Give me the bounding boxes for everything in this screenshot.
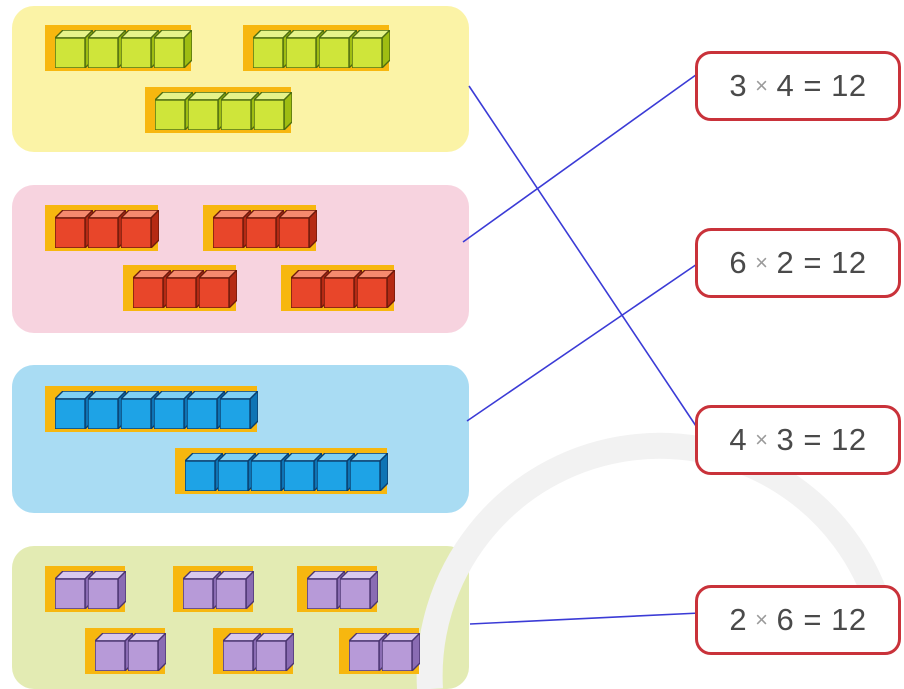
equation-factor-a: 3: [729, 68, 748, 103]
purple-cube-icon: [338, 569, 380, 614]
equation-result-text: = 12: [803, 422, 867, 457]
green-cube-icon: [53, 28, 95, 73]
equation-result-text: = 12: [803, 602, 867, 637]
cube-group: [213, 628, 296, 676]
equation-factor-b: 4: [776, 68, 795, 103]
equation-factor-a: 6: [729, 245, 748, 280]
equation-box-2x6[interactable]: 2 × 6 = 12: [695, 585, 901, 655]
equation-factor-b: 3: [776, 422, 795, 457]
purple-cube-icon: [126, 631, 168, 676]
match-line: [462, 71, 701, 243]
red-cube-icon: [119, 208, 161, 253]
red-cube-icon: [322, 268, 364, 313]
green-cube-icon: [152, 28, 194, 73]
red-cube-icon: [355, 268, 397, 313]
equation-result: = 12: [794, 422, 866, 458]
cube-group: [173, 566, 256, 614]
match-line: [466, 261, 701, 422]
cube-group: [45, 386, 260, 434]
blue-cube-icon: [183, 451, 225, 496]
cube-group: [281, 265, 397, 313]
match-line: [469, 612, 701, 625]
equation-box-4x3[interactable]: 4 × 3 = 12: [695, 405, 901, 475]
equation-result: = 12: [794, 245, 866, 281]
blue-cube-icon: [315, 451, 357, 496]
cube-group: [243, 25, 392, 73]
equation-result-text: = 12: [803, 68, 867, 103]
red-cube-icon: [197, 268, 239, 313]
cube-group: [297, 566, 380, 614]
cube-group: [123, 265, 239, 313]
multiply-sign: ×: [755, 250, 769, 275]
equation-factor-a: 4: [729, 422, 748, 457]
green-cube-icon: [350, 28, 392, 73]
purple-cube-icon: [380, 631, 422, 676]
equation-box-6x2[interactable]: 6 × 2 = 12: [695, 228, 901, 298]
cube-group: [203, 205, 319, 253]
cube-group: [45, 25, 194, 73]
multiply-sign: ×: [755, 607, 769, 632]
purple-cube-icon: [254, 631, 296, 676]
purple-cube-icon: [214, 569, 256, 614]
cube-group: [45, 566, 128, 614]
equation-box-3x4[interactable]: 3 × 4 = 12: [695, 51, 901, 121]
equation-result: = 12: [794, 602, 866, 638]
green-cube-icon: [252, 90, 294, 135]
match-line: [468, 85, 701, 433]
equation-result: = 12: [794, 68, 866, 104]
purple-cube-icon: [86, 569, 128, 614]
green-cube-icon: [317, 28, 359, 73]
cube-group: [85, 628, 168, 676]
multiply-sign: ×: [755, 427, 769, 452]
cube-group: [175, 448, 390, 496]
multiply-sign: ×: [755, 73, 769, 98]
equation-factor-a: 2: [729, 602, 748, 637]
cube-group: [145, 87, 294, 135]
red-cube-icon: [277, 208, 319, 253]
purple-cube-icon: [181, 569, 223, 614]
red-cube-icon: [211, 208, 253, 253]
equation-factor-b: 2: [776, 245, 795, 280]
cube-group: [45, 205, 161, 253]
equation-factor-b: 6: [776, 602, 795, 637]
equation-result-text: = 12: [803, 245, 867, 280]
blue-cube-icon: [348, 451, 390, 496]
cube-group: [339, 628, 422, 676]
blue-cube-icon: [218, 389, 260, 434]
